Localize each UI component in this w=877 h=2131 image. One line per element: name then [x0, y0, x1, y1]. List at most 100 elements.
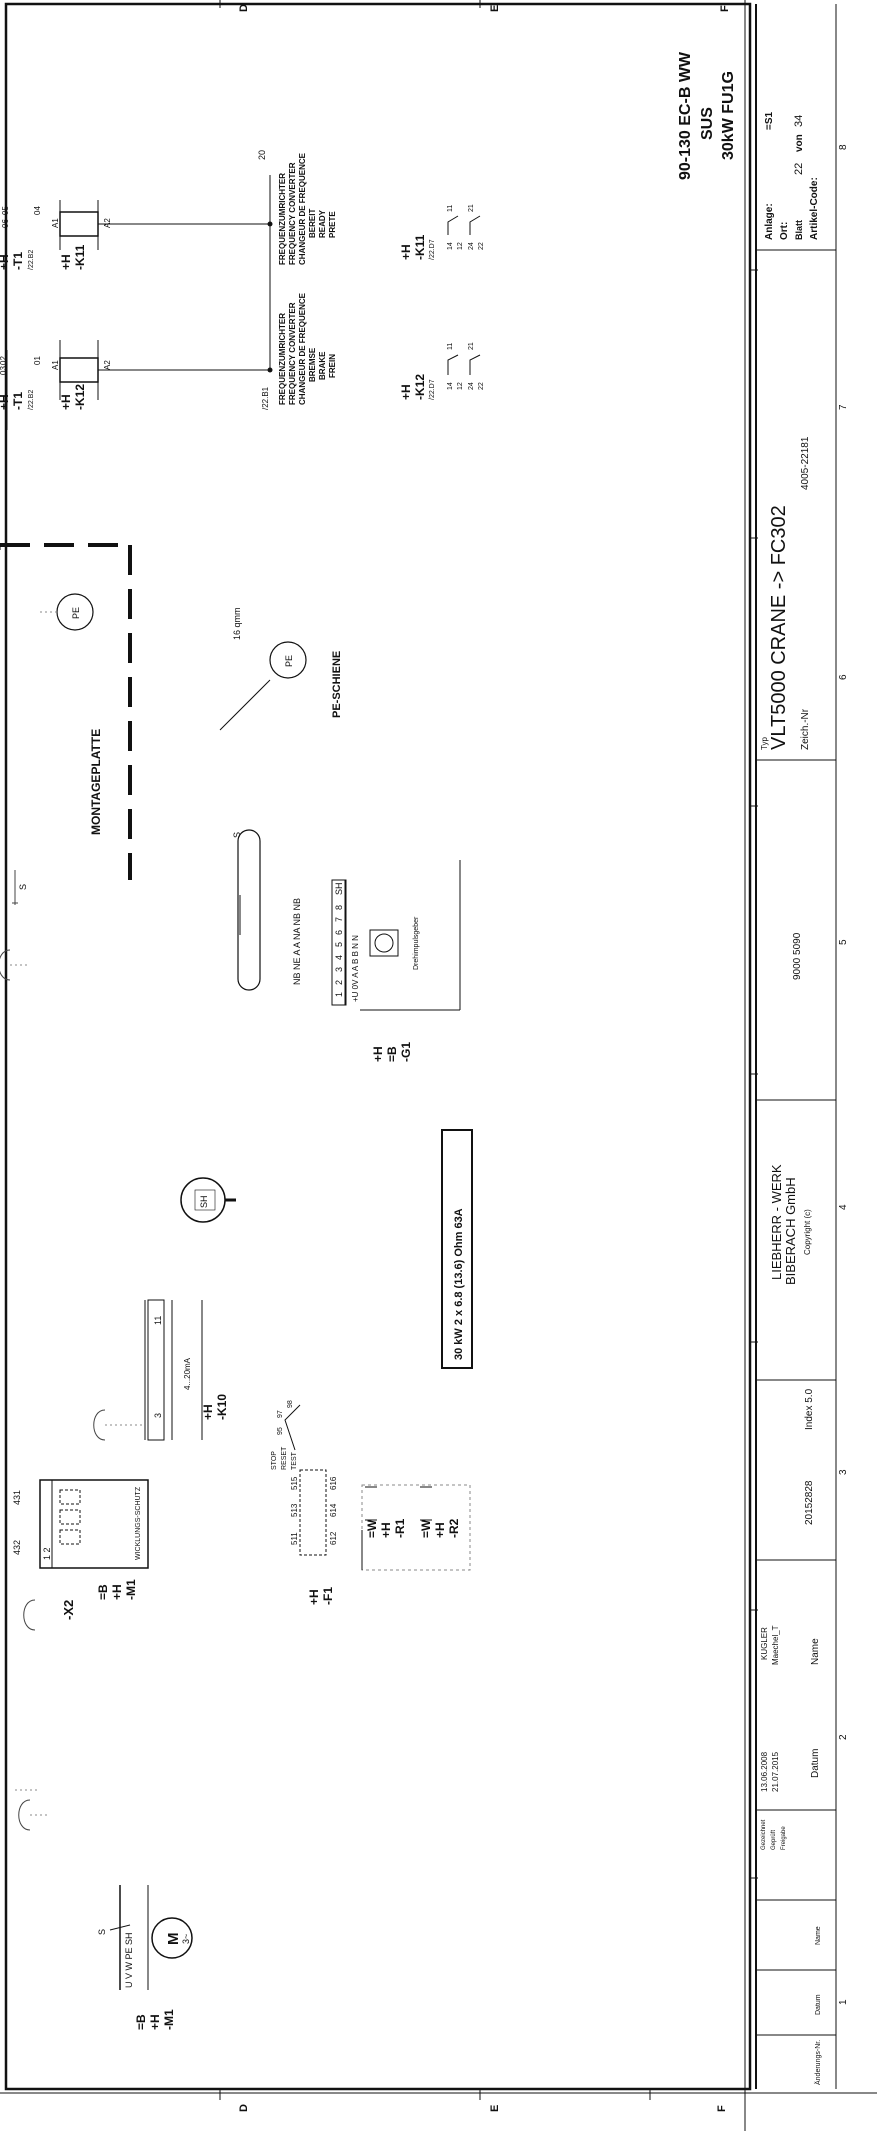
k12-aux-tag-h: +H [399, 384, 413, 400]
t1-left-tag-h: +H [0, 394, 11, 410]
k11-pin-11: 11 [447, 205, 454, 212]
brake-resistors: =W +H -R1 =W +H -R2 [361, 1484, 471, 1571]
encoder-g1: S S NB NE A A NA NB NB 1 2 3 4 5 6 7 8 S… [0, 829, 461, 1062]
k11-pin-14: 14 [447, 242, 454, 250]
t1-right-pin-05: 05 [1, 206, 10, 215]
k12-pin-22: 22 [478, 382, 485, 390]
f1-pin-612: 612 [329, 1531, 338, 1545]
k12-pin-21: 21 [468, 342, 475, 350]
encoder-bus: NB NE A A NA NB NB [292, 898, 302, 985]
encoder-col-4: 4 [334, 955, 344, 960]
pe-busbar: PE 16 qmm PE-SCHIENE [219, 607, 343, 731]
anlage-label: Anlage: [764, 203, 775, 240]
f1-pin-515: 515 [290, 1476, 299, 1490]
r2-tag-h: +H [433, 1522, 447, 1538]
x2-terminal-431: 431 [12, 1490, 22, 1505]
encoder-tag-h: +H [371, 1046, 385, 1062]
motor-terminals: U V W PE SH [124, 1932, 134, 1988]
k12-pin-12: 12 [457, 382, 464, 390]
f1-pin-511: 511 [290, 1532, 299, 1545]
r2-tag-w: =W [419, 1519, 433, 1538]
k11-tag-h: +H [59, 254, 73, 270]
winding-protection: 1 2 WICKLUNGS-SCHUTZ -X2 432 431 =B +H -… [12, 1479, 149, 1791]
f1-pin-616: 616 [329, 1476, 338, 1490]
col-number-4: 4 [838, 1204, 849, 1210]
k12-tag-k12: -K12 [73, 384, 87, 410]
motor-symbol-m: M [165, 1933, 182, 1946]
zeich-label: Zeich.-Nr [800, 708, 811, 750]
t1-left-pin-03: 03 [0, 366, 8, 375]
encoder-col-5: 5 [334, 942, 344, 947]
mounting-plate-label: MONTAGEPLATTE [89, 729, 103, 835]
t1-left-ref: /22.B2 [28, 390, 35, 410]
k11-coil: A1 A2 +H -K11 20 [51, 150, 273, 370]
row-label-checked: Geprüft [771, 1830, 777, 1850]
f1-reset: RESET [281, 1446, 288, 1470]
f1-test: TEST [291, 1451, 298, 1470]
border-letter-d: D [238, 4, 250, 12]
motor-tag-b: =B [134, 2014, 148, 2030]
fu-brake-line-1: FREQUENZUMRICHTER [278, 313, 287, 405]
thermo-tag-m1: -M1 [124, 1579, 138, 1600]
zeich-number: 4005-22181 [800, 436, 811, 490]
name-column-label: Name [810, 1638, 821, 1665]
k12-a2: A2 [103, 360, 112, 370]
datum-column-label: Datum [810, 1749, 821, 1778]
pruefer-name: Maechel_T [771, 1625, 780, 1665]
column-numbers: 1 2 3 4 5 6 7 8 [838, 144, 849, 2005]
company-line-1: LIEBHERR - WERK [769, 1164, 784, 1280]
resistor-note-text: 30 kW 2 x 6.8 (13.6) Ohm 63A [453, 1208, 465, 1360]
encoder-label: Drehimpulsgeber [413, 916, 420, 970]
border-letter-f-bottom: F [716, 2105, 728, 2112]
r1-tag-h: +H [379, 1522, 393, 1538]
k10-tag-h: +H [201, 1404, 215, 1420]
revision-number-label: Änderungs-Nr. [814, 2040, 822, 2085]
col-number-2: 2 [838, 1734, 849, 1740]
encoder-signal-row: +U 0V A A B B N N [351, 935, 360, 1002]
index-label: Index 5.0 [804, 1388, 815, 1430]
company-line-2: BIBERACH GmbH [783, 1177, 798, 1285]
thermo-tag-h: +H [110, 1584, 124, 1600]
revision-name-label: Name [815, 1926, 822, 1945]
encoder-col-sh: SH [334, 882, 344, 895]
border-letter-e: E [489, 5, 501, 12]
r1-tag-w: =W [365, 1519, 379, 1538]
motor-tag-h: +H [148, 2014, 162, 2030]
t1-right-tag-t1: -T1 [11, 252, 25, 270]
encoder-col-6: 6 [334, 930, 344, 935]
bearbeiter-name: KUGLER [760, 1627, 769, 1660]
k12-pin-24: 24 [468, 382, 475, 390]
k11-tag-k11: -K11 [73, 244, 87, 270]
col-number-1: 1 [838, 1999, 849, 2005]
f1-tag-h: +H [307, 1589, 321, 1605]
k10-range: 4...20mA [183, 1357, 192, 1390]
fu-ready-line-3: CHANGEUR DE FREQUENCE [298, 152, 307, 265]
fu-brake-text: FREQUENZUMRICHTER FREQUENCY CONVERTER CH… [278, 292, 337, 405]
thermo-label: WICKLUNGS-SCHUTZ [135, 1486, 142, 1560]
t1-left-pin-02: 02 [0, 356, 8, 365]
k10-module: 3 11 4...20mA +H -K10 [93, 1299, 229, 1441]
encoder-s-right: S [232, 832, 242, 838]
f1-stop: STOP [271, 1451, 278, 1470]
k12-aux-tag-k12: -K12 [413, 374, 427, 400]
encoder-tag-g1: -G1 [399, 1042, 413, 1062]
blatt-total: 34 [793, 115, 805, 127]
t1-right-tag-h: +H [0, 254, 11, 270]
t1-right-ref: /22.B2 [28, 250, 35, 270]
encoder-col-8: 8 [334, 905, 344, 910]
k11-pin-22: 22 [478, 242, 485, 250]
t1-left-pin-01: 01 [33, 356, 42, 365]
x2-tag: -X2 [61, 1600, 76, 1620]
k12-tag-h: +H [59, 394, 73, 410]
k11-aux-tag-k11: -K11 [413, 234, 427, 260]
date-checked: 21.07.2015 [771, 1751, 780, 1792]
motor-s-mark: S [97, 1929, 107, 1935]
t1-left-tag-t1: -T1 [11, 392, 25, 410]
f1-pin-513: 513 [290, 1503, 299, 1517]
row-label-drawn: Gezeichnet [761, 1819, 767, 1850]
encoder-col-2: 2 [334, 980, 344, 985]
t1-right-pin-04: 04 [33, 206, 42, 215]
col-number-7: 7 [838, 404, 849, 410]
k10-tag-k10: -K10 [215, 1394, 229, 1420]
